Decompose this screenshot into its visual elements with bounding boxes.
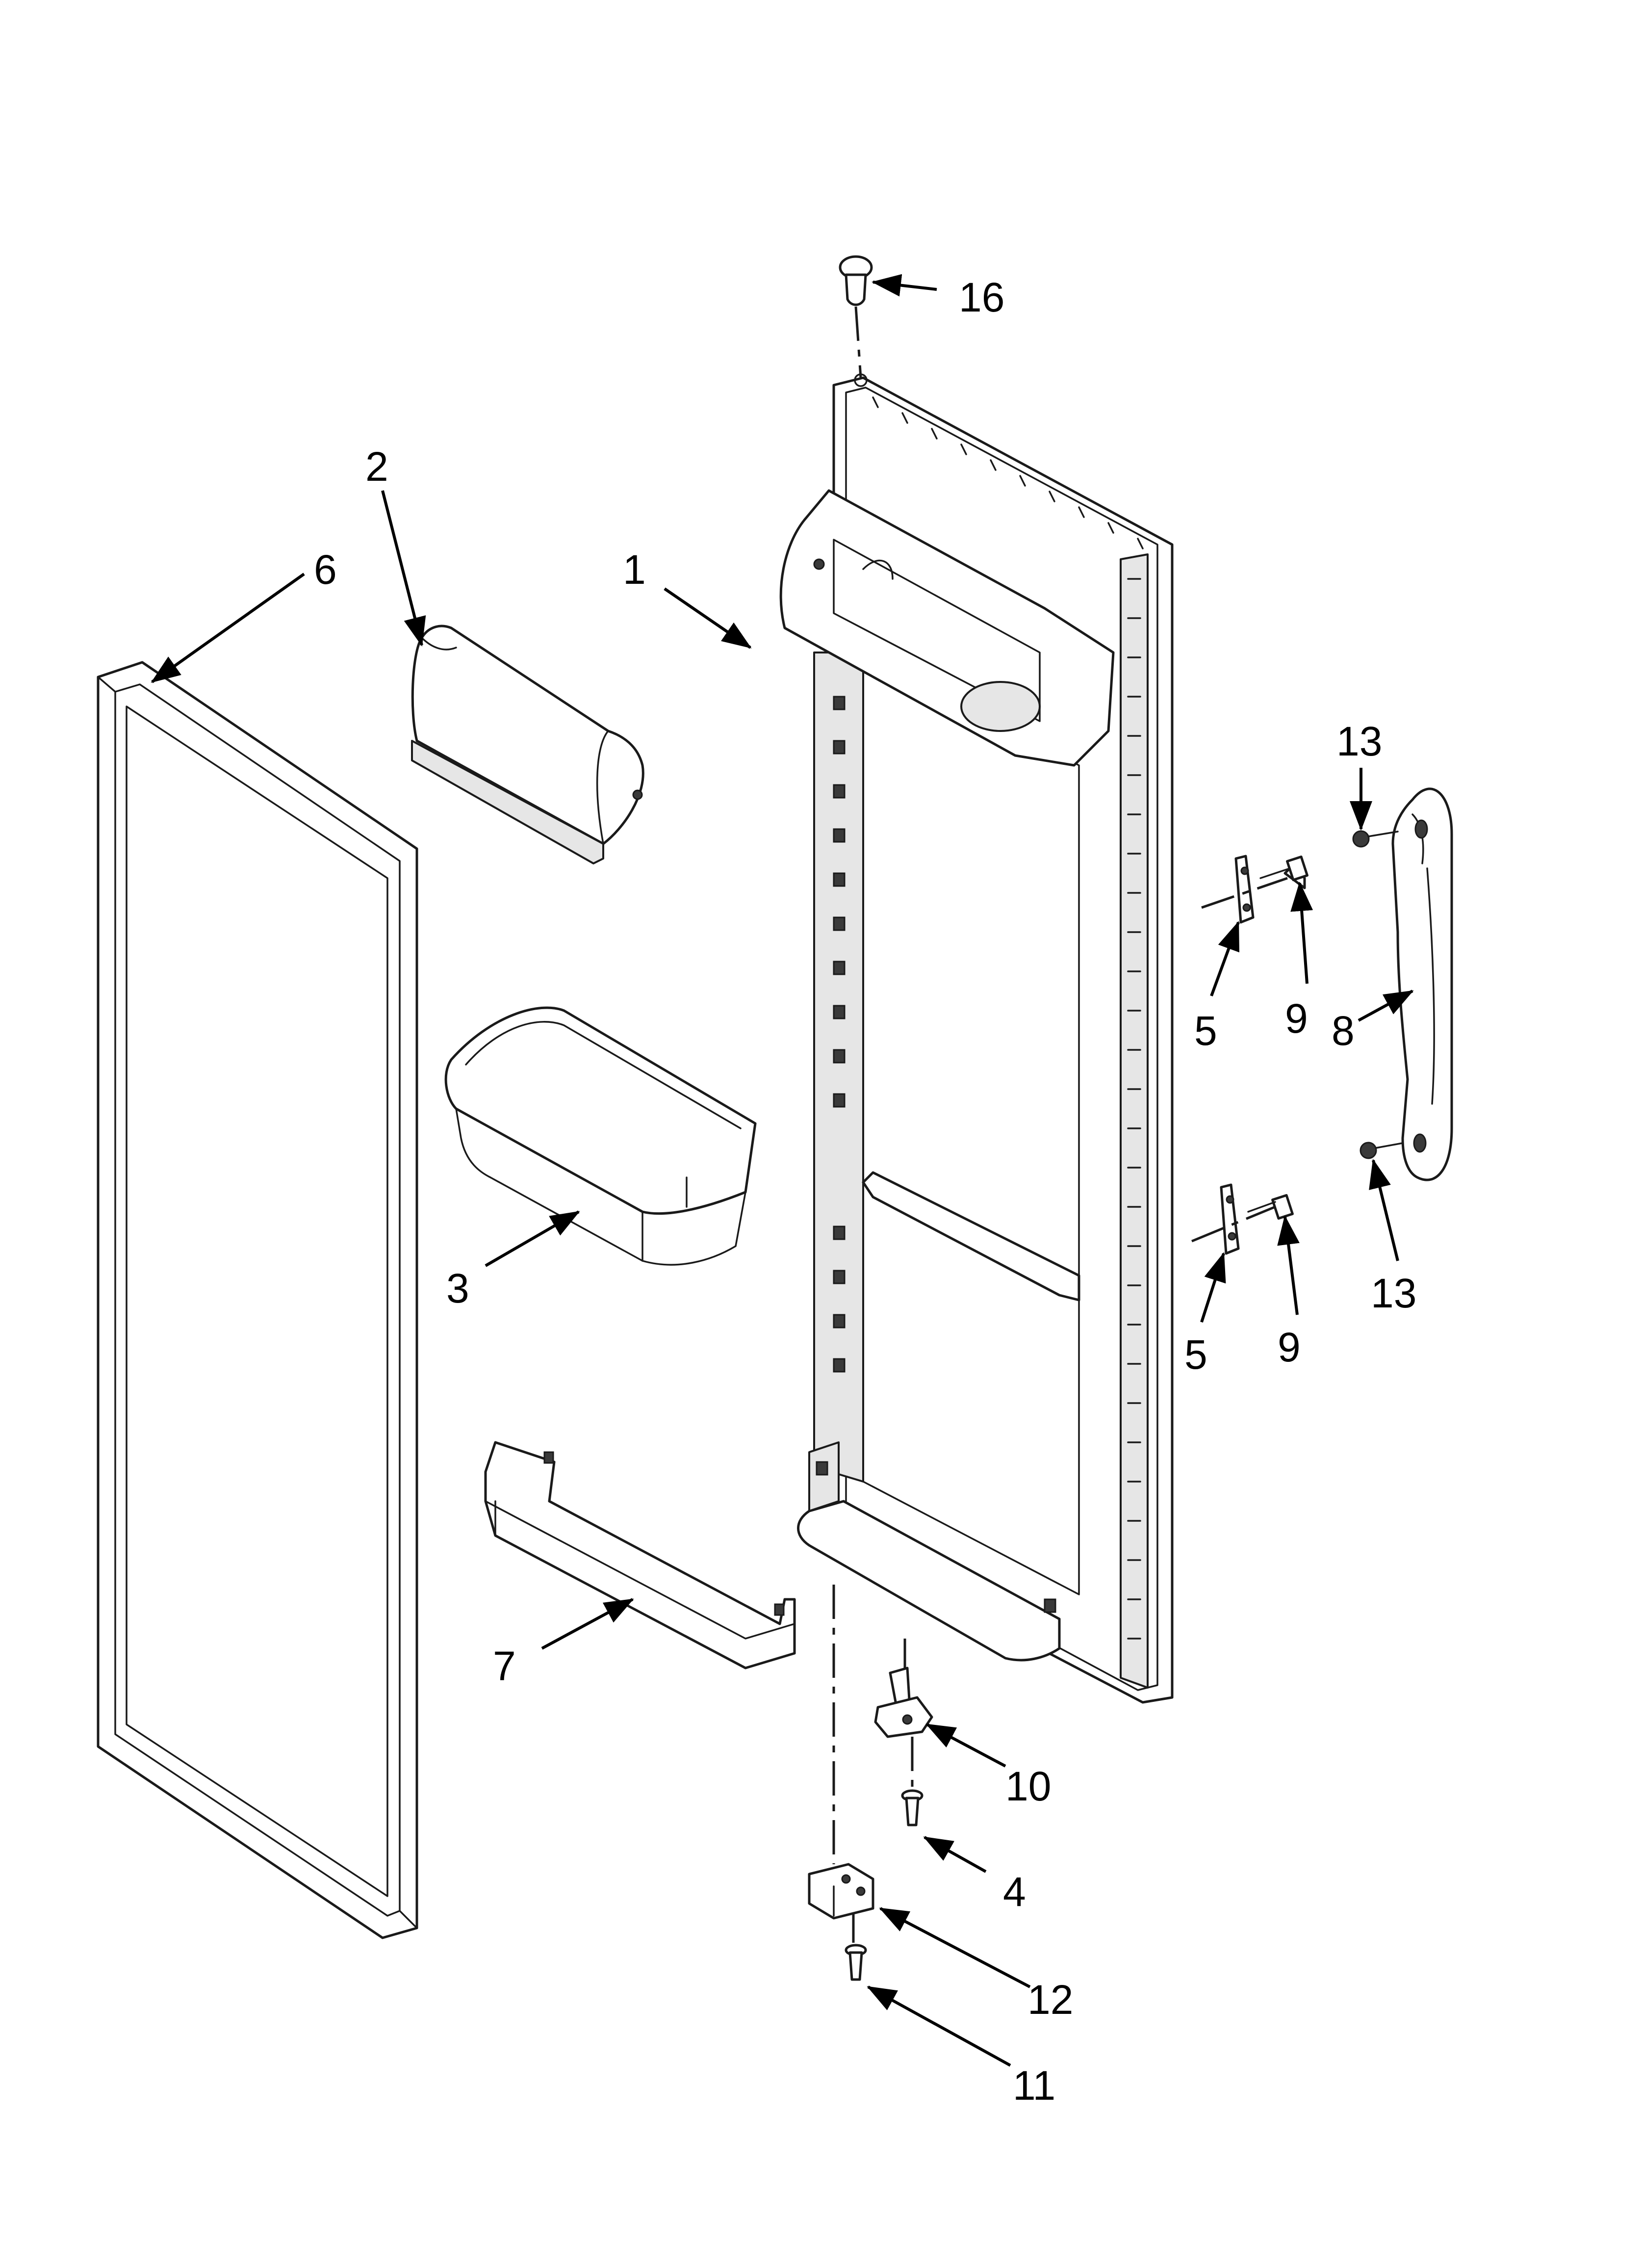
callout-13-upper: 13: [1336, 718, 1382, 764]
callout-16: 16: [959, 274, 1004, 320]
callout-labels: 16 2 6 1 13 5 9 8 3 13 5 9 7 10 4 12 11: [314, 274, 1416, 2109]
hinge-block-part-12: [808, 1863, 874, 1920]
door-bin-part-3: [444, 1006, 757, 1266]
door-handle-part-8: [1391, 787, 1453, 1181]
callout-6: 6: [314, 547, 337, 593]
handle-screw-part-13-lower: [1360, 1142, 1404, 1159]
screw-part-9-upper: [1259, 855, 1308, 889]
callout-13-lower: 13: [1371, 1270, 1416, 1316]
leader-13-lower: [1369, 1159, 1399, 1261]
callout-8: 8: [1332, 1008, 1355, 1054]
leader-6: [151, 573, 305, 683]
callout-9-upper: 9: [1285, 995, 1308, 1042]
callout-7: 7: [493, 1643, 516, 1689]
leader-2: [381, 490, 426, 647]
door-gasket-part-6: [97, 661, 418, 1939]
leader-5-lower: [1200, 1252, 1226, 1323]
screw-part-11: [845, 1944, 867, 1981]
lower-hinge-part-10: [874, 1667, 933, 1738]
callout-12: 12: [1027, 1977, 1073, 2023]
callout-10: 10: [1005, 1763, 1051, 1809]
leader-5-upper: [1210, 921, 1240, 997]
callout-3: 3: [446, 1265, 469, 1311]
leader-12: [879, 1907, 1031, 1988]
handle-screw-part-13-upper: [1352, 830, 1399, 848]
handle-bracket-part-5-lower: [1220, 1183, 1240, 1255]
leader-9-lower: [1277, 1215, 1300, 1315]
hinge-pin-part-16: [839, 255, 873, 306]
callout-11: 11: [1013, 2062, 1055, 2109]
leader-lines: [151, 274, 1414, 2067]
leader-11: [867, 1985, 1011, 2067]
leader-3: [485, 1210, 580, 1267]
door-liner-part-1: [779, 373, 1174, 1704]
handle-bracket-part-5-upper: [1234, 855, 1255, 924]
callout-9-lower: 9: [1278, 1324, 1301, 1370]
screw-part-4: [901, 1789, 924, 1826]
callout-5-upper: 5: [1194, 1008, 1217, 1054]
callout-4: 4: [1003, 1869, 1026, 1915]
callout-2: 2: [365, 443, 388, 490]
leader-4: [923, 1836, 987, 1873]
leader-16: [872, 274, 937, 297]
dairy-door-part-2: [411, 625, 644, 864]
door-bar-part-7: [484, 1441, 796, 1669]
leader-8: [1358, 990, 1414, 1022]
callout-5-lower: 5: [1184, 1331, 1207, 1378]
leader-9-upper: [1290, 882, 1313, 984]
leader-10: [925, 1723, 1006, 1768]
leader-1: [664, 587, 752, 649]
callout-1: 1: [623, 547, 646, 593]
leader-7: [541, 1598, 634, 1650]
